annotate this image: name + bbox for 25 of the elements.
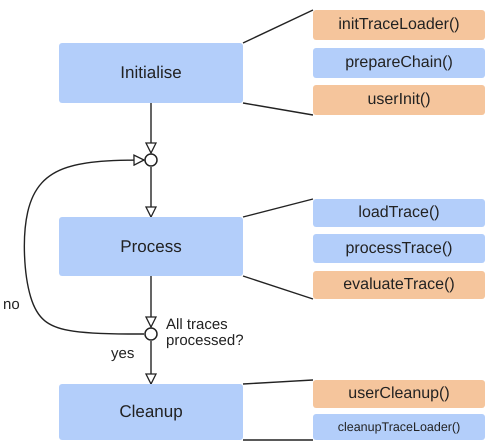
junction-circle xyxy=(144,327,158,341)
connector-line xyxy=(243,439,313,441)
arrow xyxy=(145,341,157,385)
connector-line xyxy=(242,9,314,44)
arrow xyxy=(145,103,157,154)
arrow xyxy=(145,276,157,328)
arrow xyxy=(24,154,145,335)
junction-circle xyxy=(144,153,158,167)
connector-line xyxy=(242,102,314,116)
process-box: loadTrace() xyxy=(313,199,485,227)
process-box: cleanupTraceLoader() xyxy=(313,414,485,440)
question-label: All traces processed? xyxy=(166,317,245,349)
connector-line xyxy=(242,198,314,218)
process-box: initTraceLoader() xyxy=(313,10,485,40)
process-box: prepareChain() xyxy=(313,48,485,78)
connector-line xyxy=(242,275,314,300)
process-box: Cleanup xyxy=(59,384,243,440)
process-box: Process xyxy=(59,217,243,276)
arrow xyxy=(145,167,157,218)
process-box: userCleanup() xyxy=(313,380,485,408)
process-box: evaluateTrace() xyxy=(313,271,485,299)
process-box: Initialise xyxy=(59,43,243,103)
connector-line xyxy=(242,379,314,385)
process-box: processTrace() xyxy=(313,234,485,263)
process-box: userInit() xyxy=(313,85,485,115)
